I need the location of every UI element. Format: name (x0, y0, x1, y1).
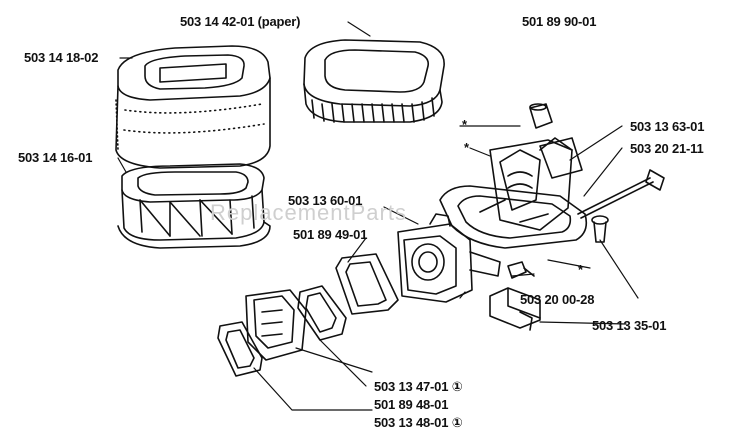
carburetor-base (439, 137, 588, 249)
spacer (489, 287, 541, 331)
screw (591, 215, 609, 243)
part-label: 503 13 48-01 ① (374, 415, 463, 430)
leader-lines (117, 21, 639, 411)
watermark: ReplacementParts (210, 200, 407, 225)
asterisk-mark: * (578, 262, 583, 277)
asterisk-mark: * (462, 117, 467, 132)
part-label: 503 20 00-28 (520, 292, 595, 307)
part-label: 503 14 18-02 (24, 50, 99, 65)
part-label: 503 13 35-01 (592, 318, 667, 333)
bolt-long (577, 169, 665, 219)
gasket-small (217, 321, 263, 377)
part-label: 503 13 60-01 (288, 193, 363, 208)
assembly-number: 501 89 90-01 (522, 14, 597, 29)
part-label: 501 89 48-01 (374, 397, 449, 412)
part-label: 503 13 63-01 (630, 119, 705, 134)
part-label: 501 89 49-01 (293, 227, 368, 242)
part-label: 503 14 16-01 (18, 150, 93, 165)
part-label: 503 14 42-01 (paper) (180, 14, 301, 29)
part-label: 503 13 47-01 ① (374, 379, 463, 394)
gasket-large (335, 253, 399, 315)
air-filter-housing (115, 45, 271, 169)
carburetor (397, 213, 501, 303)
sleeve (529, 103, 553, 129)
gasket-medium (297, 285, 347, 341)
plate (539, 137, 583, 179)
filter-holder (117, 163, 271, 249)
part-label: 503 20 21-11 (630, 141, 704, 156)
intake-adapter (245, 289, 307, 361)
asterisk-mark: * (464, 140, 469, 155)
paper-filter (303, 39, 445, 123)
